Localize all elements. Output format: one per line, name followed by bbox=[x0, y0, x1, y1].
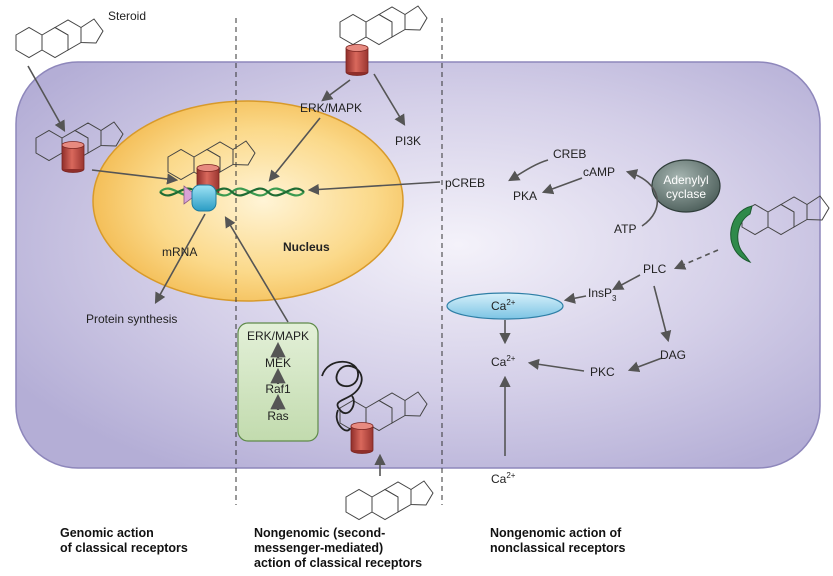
arrow-dna-to-mrna bbox=[154, 213, 206, 304]
cascade-step-mek: MEK bbox=[265, 356, 291, 370]
label-pka: PKA bbox=[513, 189, 537, 203]
steroid-molecule-outside-bottom bbox=[345, 480, 434, 520]
label-ca-extracellular: Ca2+ bbox=[491, 471, 516, 486]
arrow-insp3-to-ca-store bbox=[563, 292, 587, 304]
coiled-membrane-protein bbox=[321, 360, 363, 432]
label-erk-mapk-top: ERK/MAPK bbox=[300, 101, 362, 115]
label-creb: CREB bbox=[553, 147, 586, 161]
hormone-response-element bbox=[183, 185, 197, 205]
arrow-cascade-to-dna bbox=[224, 216, 289, 323]
arrow-camp-to-pka bbox=[541, 177, 583, 195]
column-title-genomic-line1: Genomic action bbox=[60, 526, 154, 540]
steroid-molecule-top bbox=[339, 5, 428, 45]
arrow-steroid-to-receptor bbox=[27, 65, 66, 132]
arrow-erk-to-dna bbox=[268, 117, 321, 182]
column-title-nongenomic-classical-line3: action of classical receptors bbox=[254, 556, 423, 570]
column-title-nongenomic-classical-line1: Nongenomic (second- bbox=[254, 526, 386, 540]
label-atp: ATP bbox=[614, 222, 636, 236]
receptor-membrane-bottom bbox=[350, 422, 374, 454]
arrow-receptor-to-plc bbox=[673, 249, 719, 270]
arrow-receptor-to-dna bbox=[91, 169, 179, 185]
arrow-atp-to-camp bbox=[625, 169, 659, 227]
column-title-genomic-line2: of classical receptors bbox=[60, 541, 188, 555]
column-title-nongenomic-classical: Nongenomic (second- messenger-mediated) … bbox=[254, 526, 422, 571]
calcium-store bbox=[446, 292, 564, 320]
label-adenylyl: Adenylyl bbox=[663, 173, 708, 187]
label-camp: cAMP bbox=[583, 165, 615, 179]
arrow-plc-to-insp3 bbox=[612, 274, 641, 291]
arrow-receptor-to-erk bbox=[321, 79, 351, 102]
arrow-creb-to-pcreb bbox=[508, 159, 549, 182]
arrow-pkc-to-ca bbox=[527, 358, 585, 372]
arrow-receptor-to-pi3k bbox=[373, 73, 406, 126]
arrow-pcreb-to-dna bbox=[307, 181, 441, 196]
column-title-nongenomic-classical-line2: messenger-mediated) bbox=[254, 541, 384, 555]
column-title-nongenomic-nonclassical: Nongenomic action of nonclassical recept… bbox=[490, 526, 625, 556]
column-title-nongenomic-nonclassical-line2: nonclassical receptors bbox=[490, 541, 626, 555]
label-steroid: Steroid bbox=[108, 9, 146, 23]
label-ca-cytosolic: Ca2+ bbox=[491, 354, 516, 369]
receptor-cytoplasm bbox=[61, 141, 85, 173]
label-pcreb: pCREB bbox=[445, 176, 485, 190]
cascade-step-raf1: Raf1 bbox=[265, 382, 291, 396]
label-plc: PLC bbox=[643, 262, 667, 276]
receptor-membrane-top bbox=[345, 44, 369, 76]
column-title-genomic: Genomic action of classical receptors bbox=[60, 526, 188, 556]
label-ca-store: Ca2+ bbox=[491, 298, 516, 313]
membrane-receptor bbox=[730, 205, 753, 264]
label-pi3k: PI3K bbox=[395, 134, 421, 148]
label-protein-synthesis: Protein synthesis bbox=[86, 312, 177, 326]
label-insp3: InsP3 bbox=[588, 286, 617, 303]
column-title-nongenomic-nonclassical-line1: Nongenomic action of bbox=[490, 526, 622, 540]
label-pkc: PKC bbox=[590, 365, 615, 379]
label-dag: DAG bbox=[660, 348, 686, 362]
label-cyclase: cyclase bbox=[666, 187, 706, 201]
cascade-step-erk-mapk: ERK/MAPK bbox=[247, 329, 309, 343]
arrow-plc-to-dag bbox=[653, 285, 672, 343]
transcription-factor bbox=[191, 184, 217, 212]
steroid-molecule-extracellular bbox=[15, 18, 104, 58]
label-nucleus: Nucleus bbox=[283, 240, 330, 254]
label-mrna: mRNA bbox=[162, 245, 197, 259]
nucleus bbox=[92, 100, 404, 302]
cascade-step-ras: Ras bbox=[267, 409, 288, 423]
arrow-dag-to-pkc bbox=[627, 357, 663, 373]
